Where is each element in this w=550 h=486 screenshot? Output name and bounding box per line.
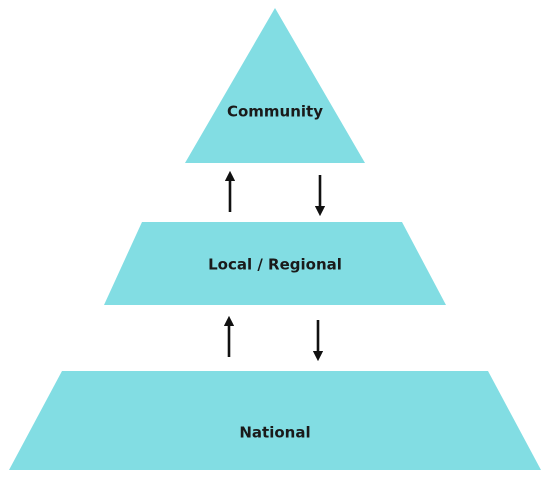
local-regional-tier-shape	[104, 222, 446, 305]
community-tier-shape	[185, 8, 365, 163]
community-tier-label: Community	[227, 103, 323, 121]
national-tier-shape	[9, 371, 541, 470]
local-regional-tier-label: Local / Regional	[208, 256, 342, 274]
national-tier-label: National	[239, 424, 310, 442]
